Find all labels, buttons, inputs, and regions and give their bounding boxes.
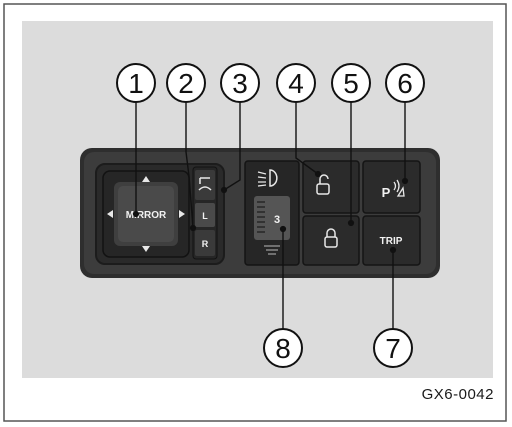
- mirror-fold-icon: [198, 177, 212, 191]
- door-lock-button[interactable]: [302, 215, 360, 266]
- right-arrow-icon: [179, 210, 185, 218]
- svg-text:5: 5: [343, 68, 359, 99]
- right-label: R: [202, 239, 209, 249]
- parking-sensor-icon: [393, 179, 405, 197]
- svg-text:2: 2: [178, 68, 194, 99]
- mirror-label: MIRROR: [126, 210, 167, 221]
- svg-text:7: 7: [385, 333, 401, 364]
- down-arrow-icon: [142, 246, 150, 252]
- leader-line-3: [223, 101, 241, 191]
- parking-sensor-button[interactable]: P: [362, 160, 421, 214]
- mirror-fold-button[interactable]: [195, 170, 215, 200]
- leader-lines: [132, 101, 409, 330]
- mirror-control-knob[interactable]: MIRROR: [102, 170, 190, 258]
- parking-label: P: [382, 185, 391, 200]
- svg-text:6: 6: [397, 68, 413, 99]
- dial-scale-marks: [264, 245, 280, 255]
- callout-2: 2: [166, 63, 206, 103]
- trip-button[interactable]: TRIP: [362, 215, 421, 266]
- callouts: 1 2 3 4 5 6 7 8: [116, 63, 425, 368]
- mirror-selector-column: L R: [192, 166, 218, 260]
- unlock-icon: [316, 174, 330, 195]
- switch-panel: MIRROR L R: [80, 148, 440, 278]
- svg-text:4: 4: [288, 68, 304, 99]
- svg-text:8: 8: [275, 333, 291, 364]
- mirror-right-select-button[interactable]: R: [195, 230, 215, 256]
- headlamp-leveling-dial[interactable]: 3: [244, 160, 300, 266]
- leader-line-2: [185, 101, 194, 229]
- svg-text:1: 1: [128, 68, 144, 99]
- svg-text:3: 3: [232, 68, 248, 99]
- callout-3: 3: [220, 63, 260, 103]
- callout-1: 1: [116, 63, 156, 103]
- callout-5: 5: [331, 63, 371, 103]
- headlamp-leveling-icon: [257, 169, 278, 187]
- dial-value: 3: [274, 214, 280, 226]
- callout-6: 6: [385, 63, 425, 103]
- left-label: L: [202, 211, 208, 221]
- leader-line-4: [295, 101, 319, 175]
- lock-icon: [324, 228, 338, 248]
- left-arrow-icon: [107, 210, 113, 218]
- callout-4: 4: [276, 63, 316, 103]
- callout-7: 7: [373, 328, 413, 368]
- mirror-left-select-button[interactable]: L: [195, 203, 215, 227]
- trip-label: TRIP: [380, 236, 403, 247]
- up-arrow-icon: [142, 176, 150, 182]
- figure-code: GX6-0042: [421, 386, 494, 403]
- callout-8: 8: [263, 328, 303, 368]
